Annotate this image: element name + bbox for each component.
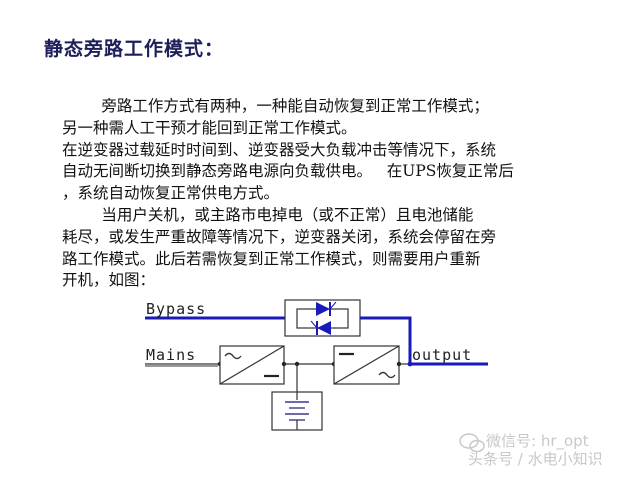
wechat-icon xyxy=(459,433,485,453)
watermark-wechat: 微信号: hr_opt xyxy=(486,432,589,450)
body-paragraph: 旁路工作方式有两种，一种能自动恢复到正常工作模式； 另一种需人工干预才能回到正常… xyxy=(62,96,602,292)
output-label: output xyxy=(412,346,473,364)
text-line: 当用户关机，或主路市电掉电（或不正常）且电池储能 xyxy=(62,205,474,224)
mains-label: Mains xyxy=(146,346,197,364)
text-line: 在逆变器过载延时时间到、逆变器受大负载冲击等情况下，系统 xyxy=(62,140,497,159)
text-line: 旁路工作方式有两种，一种能自动恢复到正常工作模式； xyxy=(62,97,489,115)
text-line: 另一种需人工干预才能回到正常工作模式。 xyxy=(62,118,357,137)
thyristor-icon xyxy=(317,321,331,335)
watermark-toutiao: 头条号 / 水电小知识 xyxy=(468,450,603,468)
watermark: 微信号: hr_opt 头条号 / 水电小知识 xyxy=(458,432,603,468)
text-line: ，系统自动恢复正常供电方式。 xyxy=(62,184,280,203)
text-line: 耗尽，或发生严重故障等情况下，逆变器关闭，系统会停留在旁 xyxy=(62,227,497,246)
thyristor-icon xyxy=(316,302,330,316)
bypass-label: Bypass xyxy=(146,300,207,318)
text-line: 路工作模式。此后若需恢复到正常工作模式，则需要用户重新 xyxy=(62,249,481,268)
text-line: 自动无间断切换到静态旁路电源向负载供电。 在UPS恢复正常后 xyxy=(62,162,514,181)
ac-symbol-icon xyxy=(378,371,396,379)
slide-title: 静态旁路工作模式： xyxy=(44,38,225,60)
ac-symbol-icon xyxy=(224,352,242,360)
text-line: 开机，如图： xyxy=(62,271,156,290)
